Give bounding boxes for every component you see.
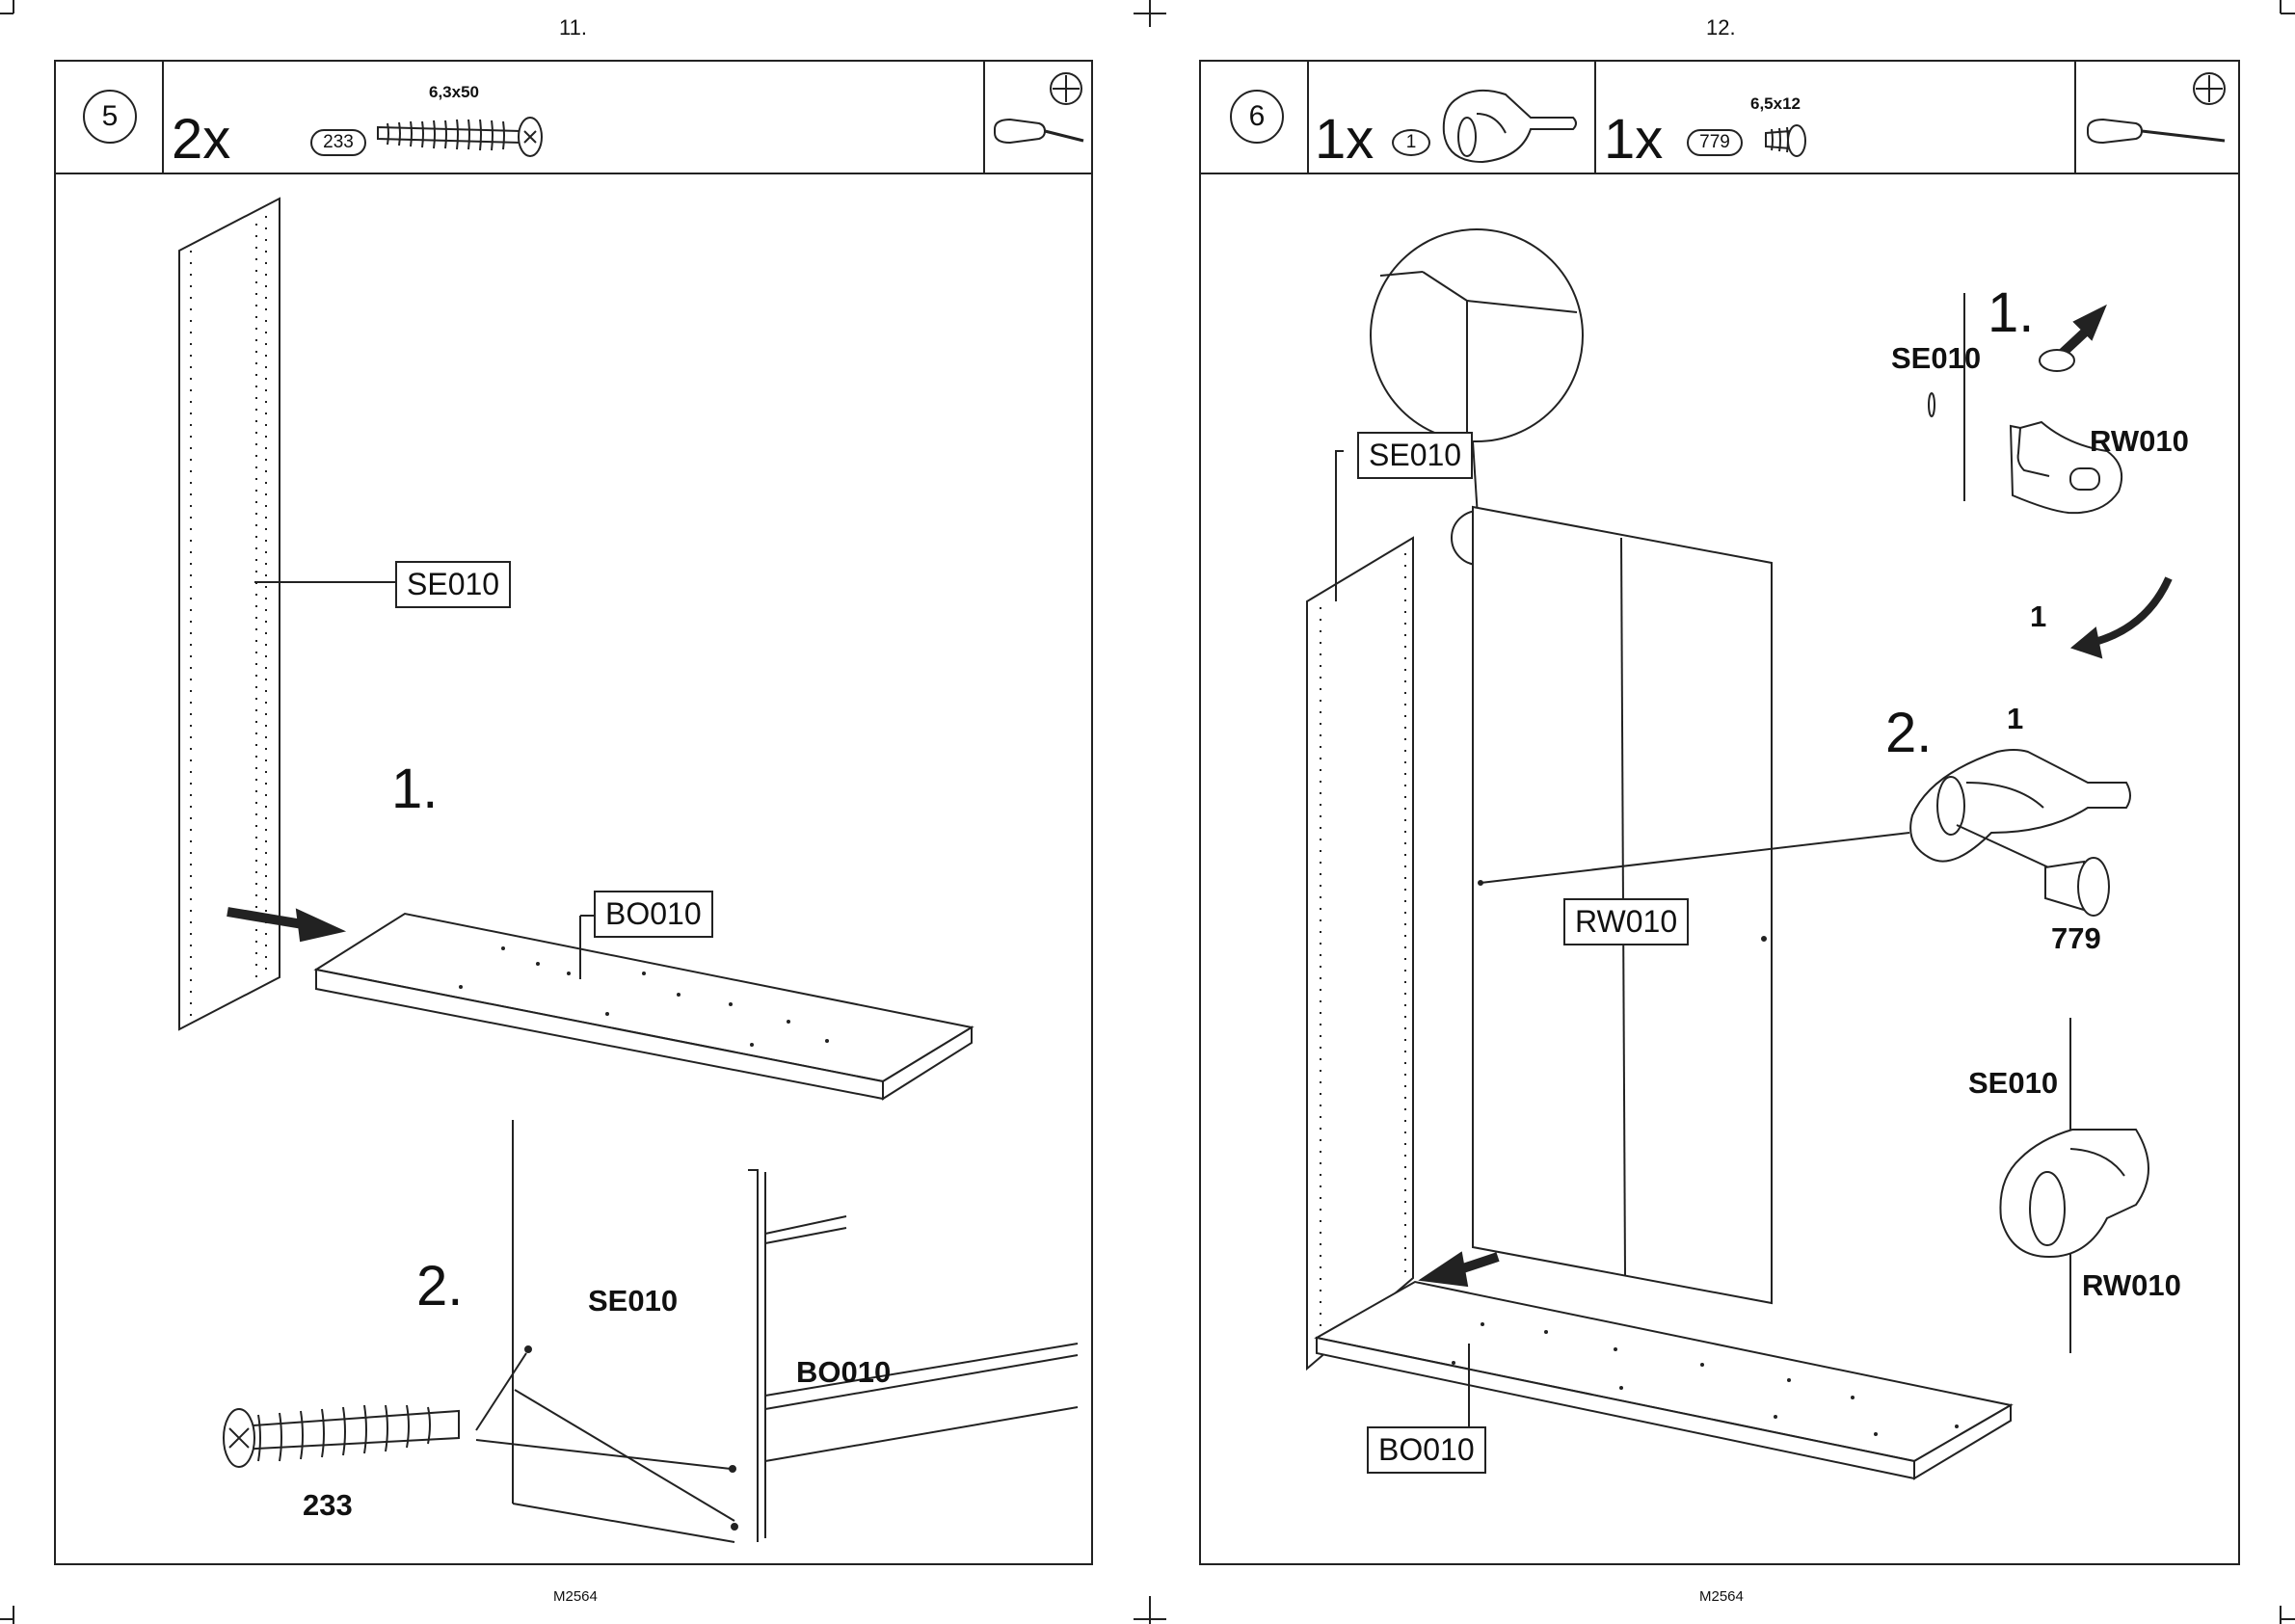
- detail2-label-part: 1: [2007, 702, 2023, 736]
- side-panel-drawing: [179, 199, 280, 1029]
- sub-step-2: 2.: [1885, 706, 1932, 761]
- footer-code-left: M2564: [553, 1588, 598, 1605]
- step-6-panel: 6 1x 1 1x 779 6,5x12: [1199, 60, 2240, 1565]
- sub-step-2: 2.: [416, 1259, 463, 1315]
- page-number-left: 11.: [559, 15, 587, 40]
- label-bo010: BO010: [1367, 1426, 1486, 1474]
- detail-label-233: 233: [303, 1488, 353, 1523]
- detail1-label-se010: SE010: [1891, 341, 1981, 376]
- page-number-right: 12.: [1706, 15, 1736, 40]
- detail1-label-part: 1: [2030, 599, 2046, 634]
- step-5-illustration: [56, 62, 1095, 1567]
- label-bo010: BO010: [594, 891, 713, 938]
- detail3-label-rw010: RW010: [2082, 1268, 2181, 1303]
- step-6-illustration: [1201, 62, 2242, 1567]
- label-rw010: RW010: [1563, 898, 1689, 945]
- detail1-label-rw010: RW010: [2090, 424, 2189, 459]
- detail3-label-se010: SE010: [1968, 1066, 2058, 1101]
- detail-label-se010: SE010: [588, 1284, 678, 1318]
- footer-code-right: M2564: [1699, 1588, 1744, 1605]
- label-se010: SE010: [395, 561, 511, 608]
- side-panel-drawing: [1307, 538, 1413, 1369]
- detail2-label-779: 779: [2051, 921, 2101, 956]
- sub-step-1: 1.: [391, 761, 438, 817]
- zoom-detail-circle: [1371, 229, 1583, 441]
- sub-step-1: 1.: [1988, 285, 2034, 341]
- step-5-panel: 5 2x 233 6,3x50: [54, 60, 1093, 1565]
- label-se010: SE010: [1357, 432, 1473, 479]
- detail-label-bo010: BO010: [796, 1355, 891, 1390]
